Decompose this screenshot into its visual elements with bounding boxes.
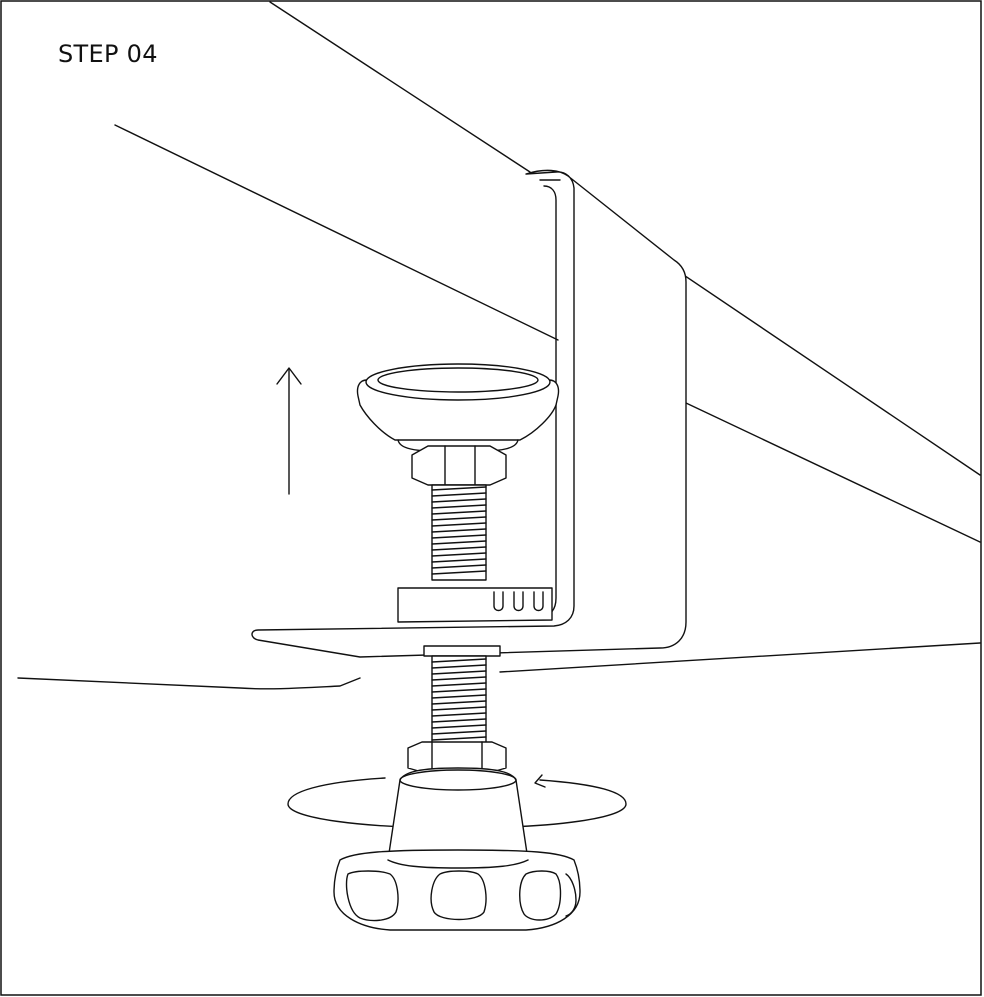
threaded-rod-upper xyxy=(431,484,487,581)
top-pad xyxy=(356,363,560,453)
clamp-block xyxy=(397,587,553,623)
lower-hex-nut xyxy=(407,741,507,773)
threaded-rod-lower xyxy=(431,655,487,745)
upper-hex-nut xyxy=(411,445,507,486)
adjustment-knob xyxy=(333,767,581,931)
washer xyxy=(423,645,501,657)
arrow-up-icon xyxy=(276,367,302,495)
step-label: STEP 04 xyxy=(58,40,158,68)
table-beam xyxy=(17,1,981,690)
